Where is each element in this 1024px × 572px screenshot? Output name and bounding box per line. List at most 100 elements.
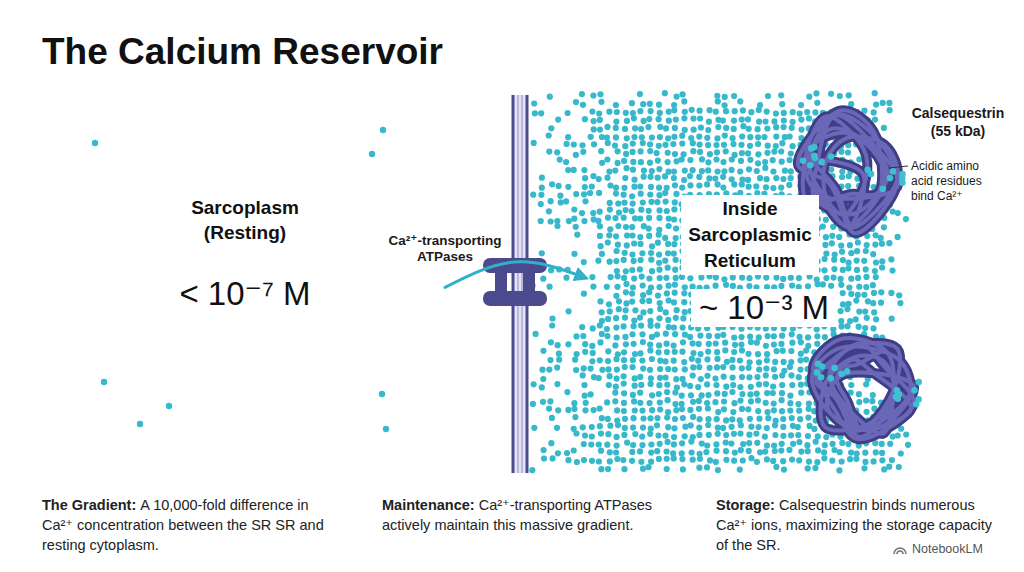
calcium-ion <box>707 107 713 113</box>
calcium-ion <box>829 240 835 246</box>
calcium-ion <box>613 315 619 321</box>
calcium-ion <box>715 333 721 339</box>
calcium-ion <box>863 397 869 403</box>
calcium-ion <box>613 356 619 362</box>
calcium-ion <box>638 459 644 465</box>
calcium-ion <box>756 381 762 387</box>
calcium-ion <box>773 134 779 140</box>
calcium-ion <box>856 284 862 290</box>
calcium-ion <box>672 366 678 372</box>
calcium-ion <box>631 177 637 183</box>
calcium-ion <box>745 177 751 183</box>
calcium-ion <box>804 109 810 115</box>
calcium-ion <box>870 300 876 306</box>
calcium-ion <box>823 251 829 257</box>
calsequestrin-protein <box>812 338 922 439</box>
calcium-ion <box>681 359 687 365</box>
calcium-ion <box>764 443 770 449</box>
calcium-ion <box>872 117 878 123</box>
calcium-ion <box>729 389 735 395</box>
caption-heading: Storage: <box>716 497 775 513</box>
calcium-ion <box>737 431 743 437</box>
calcium-ion <box>596 458 602 464</box>
calcium-ion <box>647 191 653 197</box>
calcium-ion <box>563 198 569 204</box>
calcium-ion <box>631 134 637 140</box>
calcium-ion <box>814 341 820 347</box>
calcium-ion <box>721 276 727 282</box>
calcium-ion <box>591 407 597 413</box>
calcium-ion <box>897 300 903 306</box>
calcium-ion <box>754 440 760 446</box>
calcium-ion <box>887 441 893 447</box>
calcium-ion <box>674 307 680 313</box>
calcium-ion <box>771 333 777 339</box>
calcium-ion <box>861 292 867 298</box>
calcium-ion <box>756 119 762 125</box>
calcium-ion <box>623 224 629 230</box>
calcium-ion <box>739 181 745 187</box>
calcium-ion <box>730 364 736 370</box>
calcium-ion <box>790 143 796 149</box>
calcium-ion <box>622 334 628 340</box>
calcium-ion <box>705 142 711 148</box>
calcium-ion <box>755 397 761 403</box>
calcium-ion <box>781 467 787 473</box>
calcium-ion <box>637 400 643 406</box>
calcium-ion <box>623 341 629 347</box>
calcium-ion <box>740 457 746 463</box>
calcium-ion <box>803 348 809 354</box>
calcium-ion <box>854 258 860 264</box>
calcium-ion <box>614 443 620 449</box>
calcium-ion <box>770 168 776 174</box>
calcium-ion <box>604 156 610 162</box>
calcium-ion <box>699 156 705 162</box>
calcium-ion <box>630 149 636 155</box>
calcium-ion <box>674 94 680 100</box>
calcium-ion <box>854 450 860 456</box>
calcium-ion <box>879 450 885 456</box>
calcium-ion <box>780 176 786 182</box>
calcium-ion <box>771 400 777 406</box>
calcium-ion <box>589 433 595 439</box>
calcium-ion <box>664 448 670 454</box>
calcium-ion <box>640 339 646 345</box>
calcium-ion <box>572 357 578 363</box>
calcium-ion <box>565 184 571 190</box>
calcium-ion <box>555 117 561 123</box>
calcium-ion <box>762 434 768 440</box>
calcium-ion <box>844 306 850 312</box>
calcium-ion <box>606 169 612 175</box>
calcium-ion <box>879 264 885 270</box>
calcium-ion <box>639 274 645 280</box>
calcium-ion <box>739 117 745 123</box>
calcium-ion <box>739 150 745 156</box>
calcium-ion <box>531 381 537 387</box>
calcium-ion <box>723 448 729 454</box>
calcium-ion <box>554 149 560 155</box>
calcium-ion <box>714 93 720 99</box>
calcium-ion <box>805 334 811 340</box>
calcium-ion <box>805 433 811 439</box>
calcium-ion <box>547 357 553 363</box>
calcium-ion <box>657 300 663 306</box>
calcium-ion <box>787 393 793 399</box>
calcium-ion <box>573 430 579 436</box>
calcium-ion <box>681 299 687 305</box>
calcium-ion <box>740 441 746 447</box>
calcium-ion <box>738 334 744 340</box>
calcium-ion <box>637 241 643 247</box>
calcium-ion <box>656 192 662 198</box>
calcium-ion <box>797 111 803 117</box>
calcium-ion <box>656 215 662 221</box>
calcium-ion <box>530 401 536 407</box>
calcium-ion <box>579 210 585 216</box>
calcium-ion <box>745 406 751 412</box>
calcium-ion <box>757 175 763 181</box>
calcium-ion <box>896 464 902 470</box>
calcium-ion <box>557 193 563 199</box>
calcium-ion <box>640 309 646 315</box>
calcium-ion <box>671 107 677 113</box>
calcium-ion <box>656 349 662 355</box>
calcium-ion <box>647 431 653 437</box>
